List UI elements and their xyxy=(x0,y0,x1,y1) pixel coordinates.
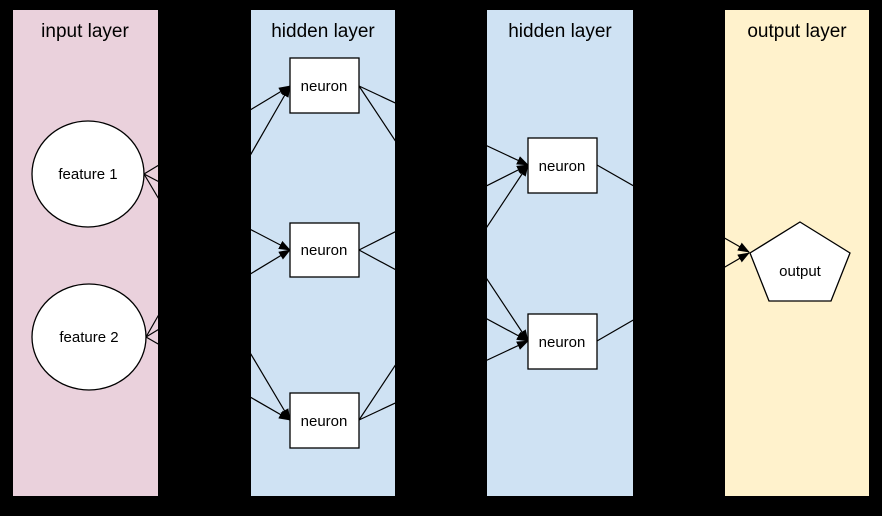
output-layer-title: output layer xyxy=(747,21,847,42)
feature-1-node: feature 1 xyxy=(31,120,145,228)
hidden1-neuron-1-box xyxy=(289,57,360,114)
hidden1-neuron-2-box xyxy=(289,222,360,278)
input-layer-title: input layer xyxy=(41,21,129,42)
hidden1-neuron-1-label: neuron xyxy=(301,78,348,95)
hidden2-neuron-2-node: neuron xyxy=(527,313,598,370)
hidden1-neuron-2-label: neuron xyxy=(301,242,348,259)
hidden-layer-1-title: hidden layer xyxy=(271,21,375,42)
output-label: output xyxy=(779,263,822,280)
hidden2-neuron-2-label: neuron xyxy=(539,334,586,351)
hidden2-neuron-1-node: neuron xyxy=(527,137,598,194)
hidden1-neuron-1-node: neuron xyxy=(289,57,360,114)
output-node: output xyxy=(749,221,851,302)
hidden1-neuron-3-label: neuron xyxy=(301,413,348,430)
hidden2-neuron-1-label: neuron xyxy=(539,158,586,175)
feature-1-label: feature 1 xyxy=(58,166,117,183)
hidden-layer-2-panel xyxy=(487,10,633,496)
hidden1-neuron-3-node: neuron xyxy=(289,392,360,449)
feature-2-node: feature 2 xyxy=(31,283,147,391)
output-pentagon xyxy=(749,221,851,302)
hidden1-neuron-3-box xyxy=(289,392,360,449)
hidden2-neuron-1-box xyxy=(527,137,598,194)
feature-2-circle xyxy=(31,283,147,391)
feature-2-label: feature 2 xyxy=(59,329,118,346)
hidden2-neuron-2-box xyxy=(527,313,598,370)
feature-1-circle xyxy=(31,120,145,228)
input-layer-panel xyxy=(13,10,158,496)
hidden-layer-2-title: hidden layer xyxy=(508,21,612,42)
hidden1-neuron-2-node: neuron xyxy=(289,222,360,278)
